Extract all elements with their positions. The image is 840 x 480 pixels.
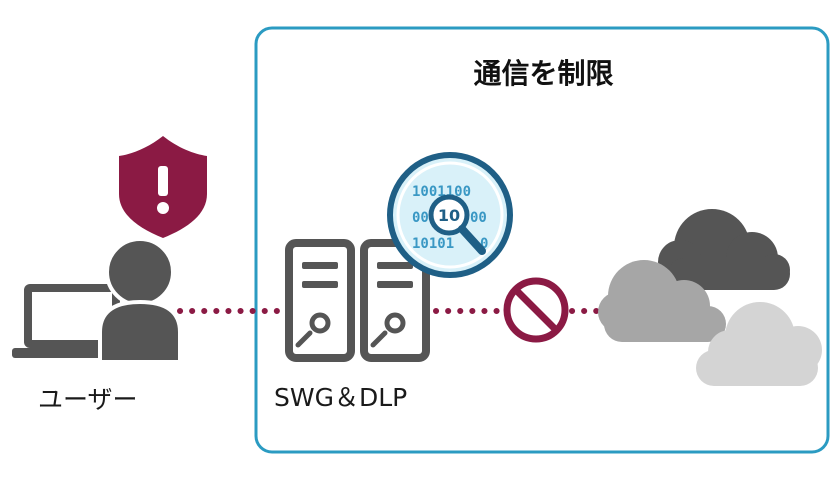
restriction-zone-frame: [254, 26, 830, 454]
inspection-magnifier-icon: 1001100 00 00 10101 0 10: [387, 152, 513, 278]
warning-shield-icon: [119, 136, 207, 238]
binary-line-3: 10101: [412, 236, 454, 252]
cloud-icon-mid: [598, 260, 726, 342]
server-icon-left: [285, 239, 355, 362]
magnifier-badge-number: 10: [438, 206, 460, 225]
binary-line-3b: 0: [480, 236, 488, 252]
user-label: ユーザー: [38, 385, 138, 414]
binary-line-2: 00: [412, 210, 429, 226]
binary-line-2b: 00: [470, 210, 487, 226]
cloud-icon-light: [696, 302, 822, 386]
zone-title: 通信を制限: [473, 57, 614, 90]
user-person-icon: [98, 237, 182, 364]
gateway-label: SWG＆DLP: [274, 383, 408, 412]
block-prohibited-icon: [503, 277, 569, 343]
cloud-icon-dark: [658, 209, 790, 290]
